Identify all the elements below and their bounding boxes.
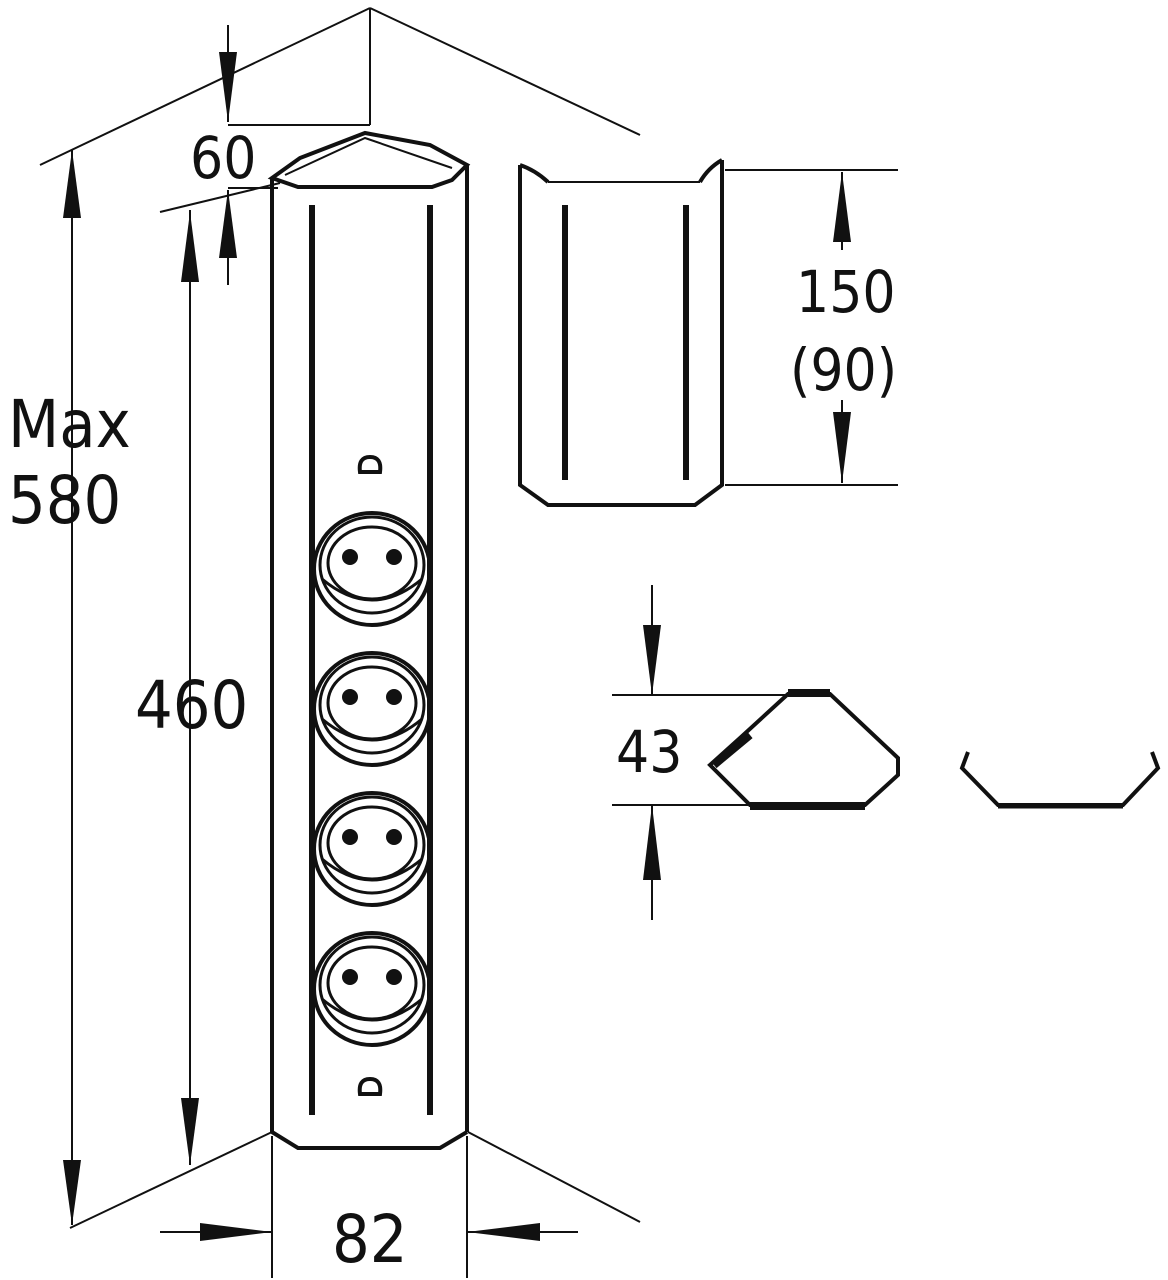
screw-bottom (357, 1076, 383, 1096)
top-offset-value: 60 (190, 124, 256, 192)
dim-max-height: Max 580 (8, 150, 131, 1225)
body-height-value: 460 (135, 667, 248, 744)
perspective-lines (39, 7, 641, 1229)
max-label: Max (8, 386, 131, 463)
dim-profile-depth: 43 (612, 585, 786, 920)
width-value: 82 (332, 1201, 408, 1278)
dim-top-offset: 60 (190, 25, 370, 285)
cover-height-alt-value: (90) (790, 336, 897, 404)
max-value: 580 (8, 462, 121, 539)
socket-outlet (312, 791, 432, 907)
dim-width: 82 (160, 1136, 578, 1278)
socket-column (267, 130, 471, 1150)
profile-section (707, 689, 900, 810)
dim-cover-height: 150 (90) (725, 169, 898, 486)
socket-outlet (312, 651, 432, 767)
socket-outlet (312, 511, 432, 627)
cover-height-value: 150 (796, 258, 896, 326)
cover-piece (518, 158, 724, 507)
profile-depth-value: 43 (616, 718, 682, 786)
screw-top (357, 454, 383, 474)
dim-body-height: 460 (135, 182, 281, 1165)
channel-profile (959, 751, 1161, 809)
socket-outlet (312, 931, 432, 1047)
